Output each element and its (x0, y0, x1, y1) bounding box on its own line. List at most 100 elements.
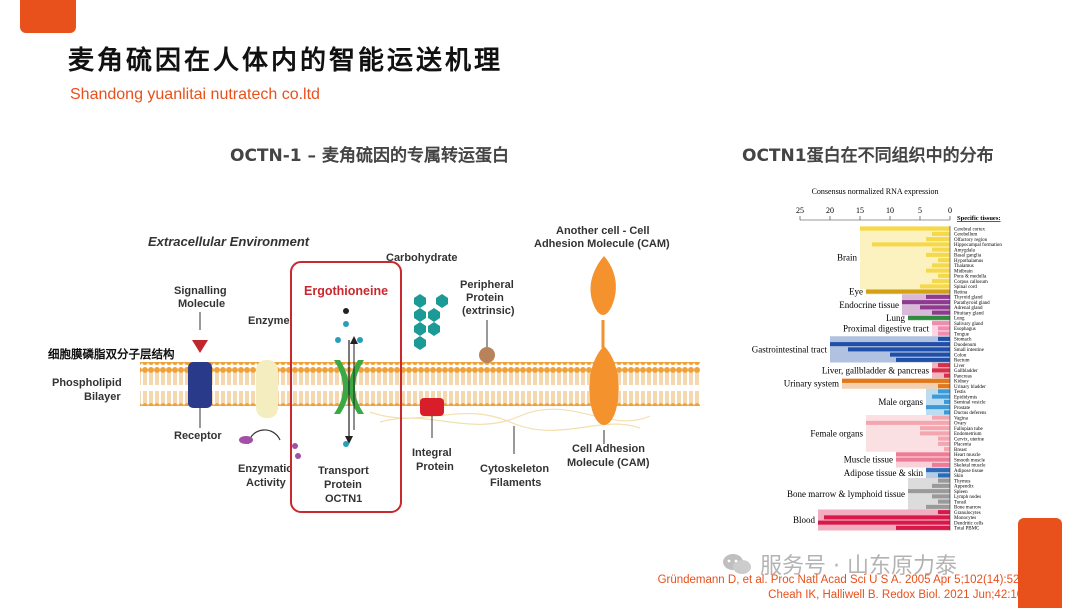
tissue-label: Placenta (954, 443, 972, 448)
tissue-bar (896, 525, 950, 530)
tissue-label: Lymph nodes (954, 495, 981, 500)
company-name: Shandong yuanlitai nutratech co.ltd (70, 86, 320, 103)
tissue-bar (932, 231, 950, 236)
tissue-bar (866, 420, 950, 425)
tissue-label: Pituitary gland (954, 311, 984, 316)
group-band (842, 378, 950, 389)
tissue-bar (944, 373, 950, 378)
wechat-icon (722, 552, 752, 576)
octn1-highlight-box (290, 261, 402, 513)
tissue-label: Pancreas (954, 374, 972, 379)
watermark-text: 服务号 · 山东原力泰 (760, 554, 957, 579)
tissue-label: Ovary (954, 422, 967, 427)
group-label: Gastrointestinal tract (752, 344, 828, 354)
transport-label: Transport (318, 465, 369, 477)
x-tick-label: 20 (826, 206, 834, 215)
tissue-bar (890, 352, 950, 357)
receptor-label: Receptor (174, 430, 222, 442)
tissue-label: Lung (954, 317, 965, 322)
group-label: Male organs (878, 397, 923, 407)
integral-protein (420, 398, 444, 416)
enzymatic-label: Enzymatic (238, 463, 292, 475)
tissue-label: Breast (954, 448, 967, 453)
signalling-label-2: Molecule (178, 298, 225, 310)
tissue-bar (938, 441, 950, 446)
carbohydrate-label: Carbohydrate (386, 252, 458, 264)
tissue-label: Seminal vesicle (954, 401, 986, 406)
cam-label: Cell Adhesion (572, 443, 645, 455)
membrane-cn-label: 细胞膜磷脂双分子层结构 (48, 347, 175, 361)
group-label: Liver, gallbladder & pancreas (822, 365, 930, 375)
tissue-bar (932, 462, 950, 467)
x-tick-label: 15 (856, 206, 864, 215)
tissue-label: Total PBMC (954, 527, 980, 532)
tissue-label: Adrenal gland (954, 306, 983, 311)
left-section-heading: OCTN-1 – 麦角硫因的专属转运蛋白 (230, 146, 509, 166)
tissue-bar (938, 478, 950, 483)
cell-adhesion-molecule (589, 346, 619, 425)
tissue-label: Appendix (954, 485, 974, 490)
tissue-bar (926, 294, 950, 299)
tissue-label: Spinal cord (954, 285, 977, 290)
transport-label-3: OCTN1 (325, 493, 362, 505)
tissue-label: Tongue (954, 332, 970, 337)
tissue-label: Monocytes (954, 516, 976, 521)
tissue-bar (896, 452, 950, 457)
group-band (860, 226, 950, 289)
enzymatic-label-2: Activity (246, 477, 287, 489)
tissue-bar (848, 347, 950, 352)
tissue-bar (818, 520, 950, 525)
tissue-bar (866, 289, 950, 294)
tissue-bar (938, 331, 950, 336)
corner-accent-top-left (20, 0, 76, 33)
tissue-bar (944, 399, 950, 404)
group-label: Female organs (810, 428, 863, 438)
tissue-bar (860, 226, 950, 231)
tissue-bar (926, 405, 950, 410)
tissue-bar (938, 473, 950, 478)
tissue-bar (938, 510, 950, 515)
tissue-label: Hippocampal formation (954, 243, 1002, 248)
tissue-label: Epididymis (954, 395, 977, 400)
tissue-bar (908, 315, 950, 320)
tissue-bar (938, 273, 950, 278)
another-cell-label: Another cell - Cell (556, 225, 650, 237)
tissue-label: Thymus (954, 479, 970, 484)
cell-adhesion-molecule-top (590, 256, 616, 315)
tissue-label: Corpus callosum (954, 280, 988, 285)
tissue-bar (830, 342, 950, 347)
tissue-label: Cerebellum (954, 233, 977, 238)
tissue-bar (938, 258, 950, 263)
tissue-label: Thalamus (954, 264, 974, 269)
tissue-label: Olfactory region (954, 238, 988, 243)
integral-label-2: Protein (416, 461, 454, 473)
tissue-label: Dendritic cells (954, 521, 983, 526)
tissue-bar (938, 499, 950, 504)
group-label: Lung (886, 313, 905, 323)
transport-protein-right (349, 360, 364, 414)
tissue-bar (932, 415, 950, 420)
tissue-bar (872, 242, 950, 247)
receptor (188, 362, 212, 408)
x-tick-label: 25 (796, 206, 804, 215)
group-band (926, 467, 950, 478)
tissue-bar (938, 326, 950, 331)
tissue-label: Rectum (954, 359, 970, 364)
tissue-label: Retina (954, 290, 968, 295)
tissue-bar (842, 378, 950, 383)
transport-label-2: Protein (324, 479, 362, 491)
tissue-label: Gallbladder (954, 369, 978, 374)
another-cell-label-2: Adhesion Molecule (CAM) (534, 238, 670, 250)
tissue-bar (938, 363, 950, 368)
tissue-label: Cerebral cortex (954, 227, 985, 232)
tissue-bar (938, 436, 950, 441)
cam-label-2: Molecule (CAM) (567, 457, 650, 469)
signalling-molecule (192, 340, 208, 353)
cytoskeleton-label: Cytoskeleton (480, 463, 549, 475)
group-label: Urinary system (784, 379, 839, 389)
group-label: Brain (837, 253, 857, 263)
tissue-label: Spleen (954, 490, 968, 495)
phospholipid-label-2: Bilayer (84, 391, 121, 403)
tissue-bar (920, 305, 950, 310)
tissue-label: Testis (954, 390, 966, 395)
